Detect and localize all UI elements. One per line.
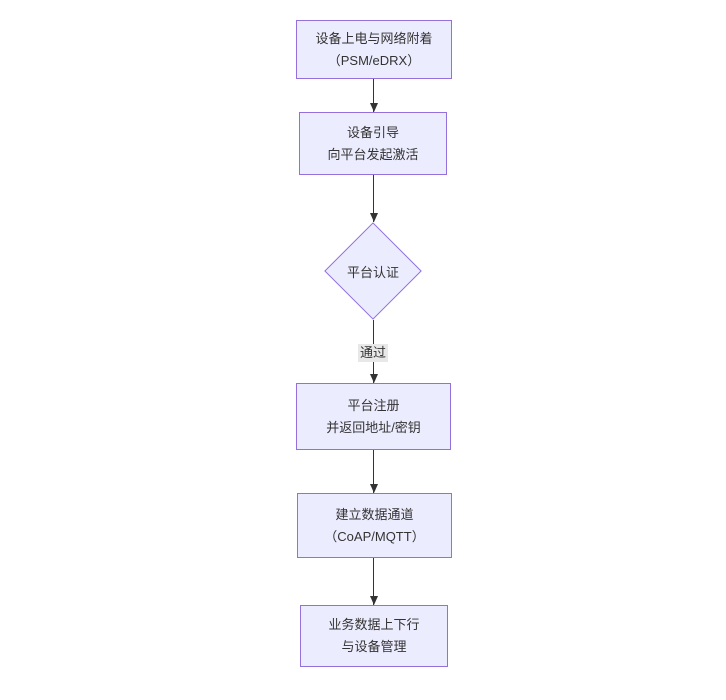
- node-power-network-attach: 设备上电与网络附着 （PSM/eDRX）: [296, 20, 452, 79]
- node-text-line: （PSM/eDRX）: [327, 52, 421, 68]
- flow-arrow-1: [373, 79, 374, 112]
- decision-label: 平台认证: [346, 264, 399, 280]
- node-text-line: 设备引导: [346, 124, 399, 140]
- node-text-line: 向平台发起激活: [327, 146, 419, 162]
- node-text-line: 业务数据上下行: [328, 617, 420, 632]
- decision-platform-auth: 平台认证: [323, 222, 423, 320]
- node-platform-register: 平台注册 并返回地址/密钥: [296, 383, 451, 450]
- node-business-data-mgmt: 业务数据上下行 与设备管理: [300, 605, 448, 667]
- node-data-channel: 建立数据通道 （CoAP/MQTT）: [297, 493, 452, 558]
- node-text-line: （CoAP/MQTT）: [324, 528, 425, 544]
- node-text-line: 建立数据通道: [335, 506, 414, 522]
- flow-arrow-2: [373, 175, 374, 222]
- node-text-line: 设备上电与网络附着: [315, 30, 433, 46]
- edge-label-pass: 通过: [357, 344, 389, 362]
- node-text-line: 并返回地址/密钥: [326, 419, 421, 435]
- node-device-bootstrap: 设备引导 向平台发起激活: [299, 112, 447, 175]
- node-text-line: 与设备管理: [341, 639, 407, 654]
- node-text-line: 平台注册: [347, 397, 400, 413]
- flow-arrow-4: [373, 450, 374, 493]
- flow-arrow-5: [373, 558, 374, 605]
